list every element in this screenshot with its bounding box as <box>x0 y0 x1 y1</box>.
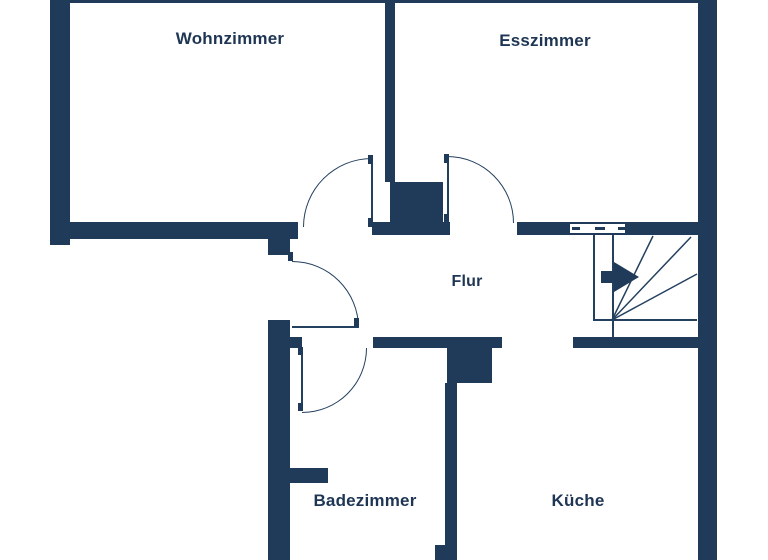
esszimmer-bottom-wall-right <box>627 222 698 235</box>
stairs-direction-arrow-icon <box>601 262 639 292</box>
stairs-inner-edge <box>612 235 614 338</box>
badezimmer-kueche-divider-pier <box>447 345 492 383</box>
wohnzimmer-door-jamb-tick <box>368 155 373 164</box>
wohnzimmer-door-leaf <box>371 158 373 226</box>
flur-top-center-pier <box>390 182 443 222</box>
esszimmer-window-dash <box>618 227 625 230</box>
badezimmer-top-wall-stub <box>290 337 302 348</box>
flur-west-door-jamb-tick <box>354 318 359 327</box>
esszimmer-bottom-wall-left <box>517 222 568 235</box>
esszimmer-window-dash <box>572 227 580 230</box>
right-outer-wall <box>698 0 717 560</box>
flur-west-door-jamb-tick <box>288 252 293 261</box>
room-label-flur: Flur <box>451 273 483 290</box>
esszimmer-door-jamb-tick <box>444 214 449 223</box>
badezimmer-kueche-divider-wall <box>445 383 457 560</box>
room-label-esszimmer: Esszimmer <box>499 31 591 50</box>
wohnzimmer-left-wall <box>50 0 70 245</box>
flur-top-center-wall <box>372 222 450 235</box>
stairwell-bottom-wall <box>573 337 698 348</box>
room-label-wohnzimmer: Wohnzimmer <box>175 29 285 48</box>
esszimmer-door-jamb-tick <box>444 154 449 163</box>
flur-left-wall-upper-stub <box>268 239 290 255</box>
badezimmer-door-jamb-tick <box>298 403 303 411</box>
top-wall-cut <box>50 0 717 3</box>
wohnzimmer-door-jamb-tick <box>368 218 373 227</box>
flur-bottom-wall <box>373 337 502 348</box>
badezimmer-door-jamb-tick <box>298 347 303 355</box>
wohnzimmer-bottom-wall <box>50 222 298 239</box>
badezimmer-left-wall <box>268 320 290 560</box>
room-label-badezimmer: Badezimmer <box>313 491 417 510</box>
wohnzimmer-esszimmer-divider-wall <box>385 0 395 182</box>
badezimmer-kueche-divider-foot <box>435 545 457 560</box>
stairs-left-edge <box>593 235 595 320</box>
room-label-kueche: Küche <box>551 491 605 510</box>
badezimmer-partition-stub <box>290 468 328 483</box>
esszimmer-window-dash <box>595 227 605 230</box>
stairs-bottom-edge <box>593 319 697 321</box>
